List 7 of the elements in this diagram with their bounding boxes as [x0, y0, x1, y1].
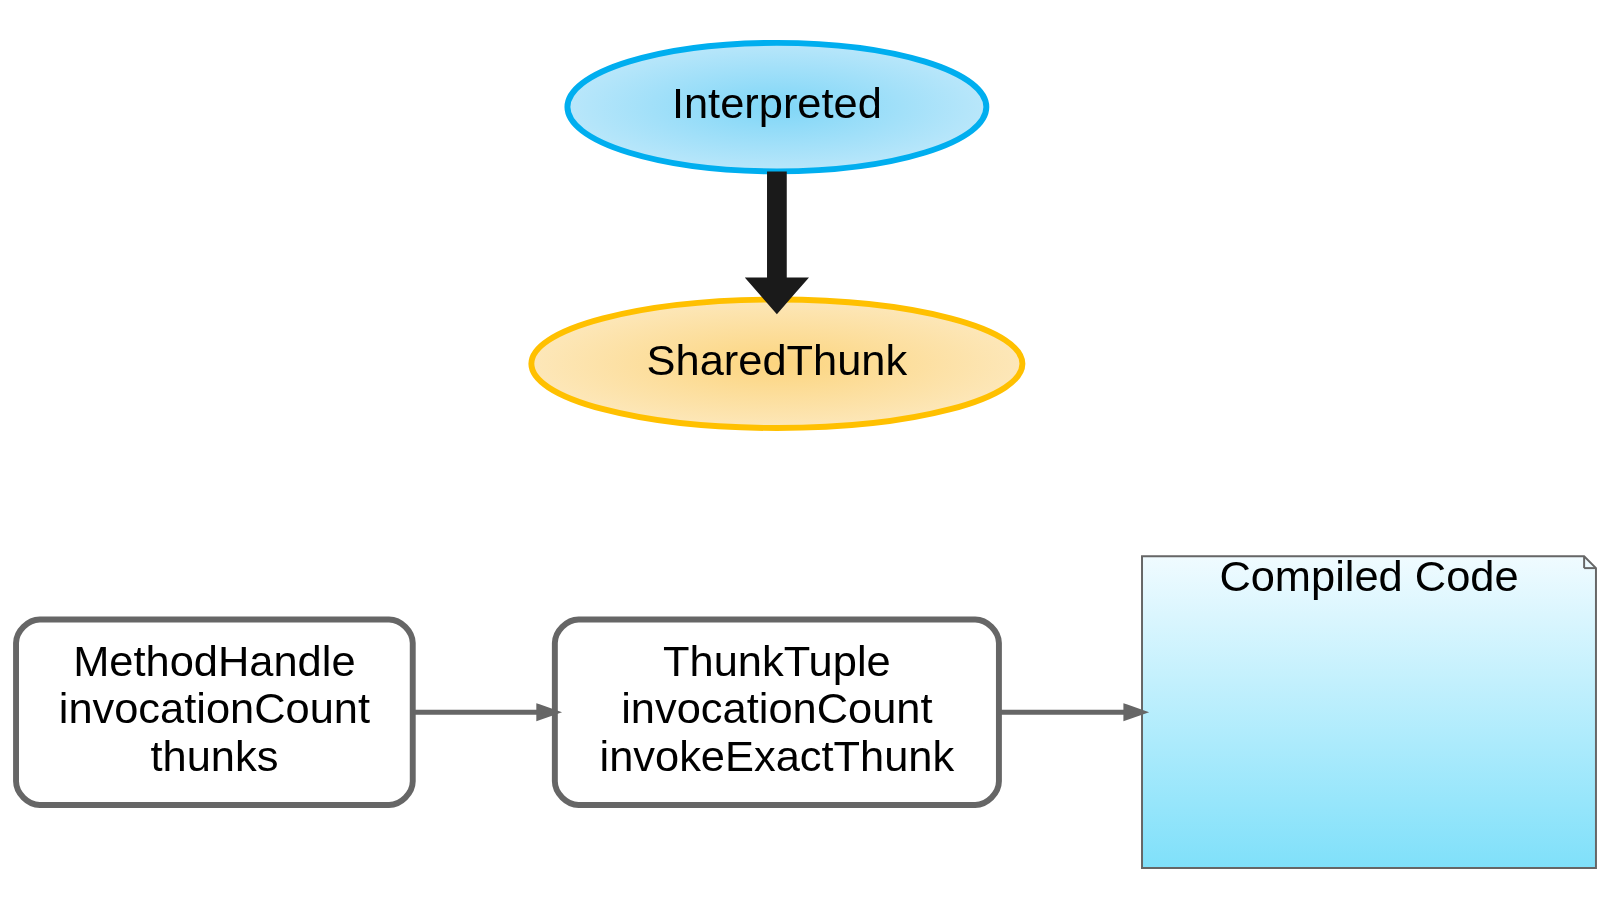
- arrow: [413, 702, 563, 721]
- arrow: [744, 171, 809, 314]
- node-box: MethodHandle invocationCount thunks: [13, 615, 416, 808]
- arrow: [999, 702, 1150, 721]
- node-box: ThunkTuple invocationCount invokeExactThunk: [551, 615, 1002, 808]
- node-ellipse: SharedThunk: [528, 296, 1026, 431]
- node-ellipse: Interpreted: [564, 39, 990, 174]
